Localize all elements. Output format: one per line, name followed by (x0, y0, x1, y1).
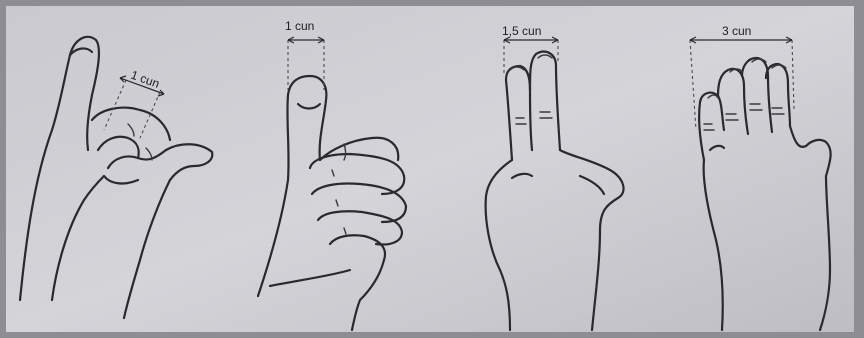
measurement-label-4: 3 cun (722, 24, 751, 38)
measurement-label-3: 1,5 cun (502, 24, 541, 38)
measurement-label-2: 1 cun (285, 19, 314, 33)
